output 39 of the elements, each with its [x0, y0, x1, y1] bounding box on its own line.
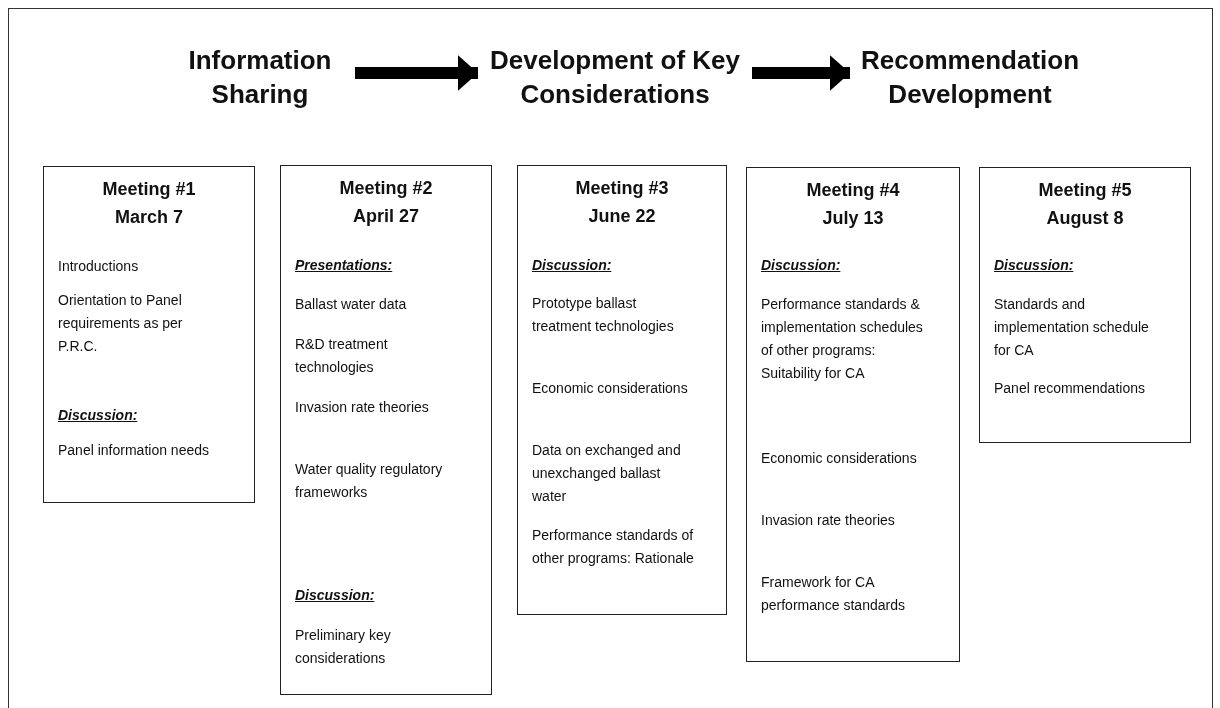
agenda-item: Performance standards & implementation schedules of other programs: Suitability for CA	[761, 295, 924, 383]
meeting-box	[43, 166, 255, 503]
phase-heading: Information Sharing	[187, 44, 333, 111]
phase-heading: Recommendation Development	[859, 44, 1081, 111]
agenda-item: Performance standards of other programs: Rationale	[532, 526, 695, 568]
section-heading: Discussion:	[761, 256, 842, 275]
agenda-item: Ballast water data	[295, 295, 408, 314]
section-heading: Presentations:	[295, 256, 394, 275]
agenda-item: Standards and implementation schedule for CA	[994, 295, 1150, 360]
agenda-item: Panel recommendations	[994, 379, 1146, 398]
section-heading: Discussion:	[994, 256, 1075, 275]
agenda-item: Invasion rate theories	[761, 511, 896, 530]
meeting-title: Meeting #2 April 27	[338, 177, 434, 228]
meeting-title: Meeting #1 March 7	[101, 178, 197, 229]
agenda-item: R&D treatment technologies	[295, 335, 389, 377]
meeting-title: Meeting #4 July 13	[805, 179, 901, 230]
agenda-item: Preliminary key considerations	[295, 626, 392, 668]
section-heading: Discussion:	[58, 406, 139, 425]
agenda-item: Economic considerations	[761, 449, 918, 468]
agenda-item: Invasion rate theories	[295, 398, 430, 417]
meeting-box	[979, 167, 1191, 443]
block-arrow	[752, 55, 850, 91]
section-heading: Discussion:	[532, 256, 613, 275]
phase-heading: Development of Key Considerations	[489, 44, 741, 111]
block-arrow	[355, 55, 478, 91]
meeting-title: Meeting #3 June 22	[574, 177, 670, 228]
agenda-item: Orientation to Panel requirements as per P.R.C.	[58, 291, 184, 356]
meeting-box	[517, 165, 727, 615]
agenda-item: Water quality regulatory frameworks	[295, 460, 444, 502]
agenda-item: Framework for CA performance standards	[761, 573, 906, 615]
meeting-box	[280, 165, 492, 695]
meeting-title: Meeting #5 August 8	[1037, 179, 1133, 230]
agenda-item: Introductions	[58, 257, 140, 276]
section-heading: Discussion:	[295, 586, 376, 605]
agenda-item: Prototype ballast treatment technologies	[532, 294, 675, 336]
agenda-item: Data on exchanged and unexchanged ballast water	[532, 441, 682, 506]
meeting-box	[746, 167, 960, 662]
agenda-item: Panel information needs	[58, 441, 210, 460]
agenda-item: Economic considerations	[532, 379, 689, 398]
